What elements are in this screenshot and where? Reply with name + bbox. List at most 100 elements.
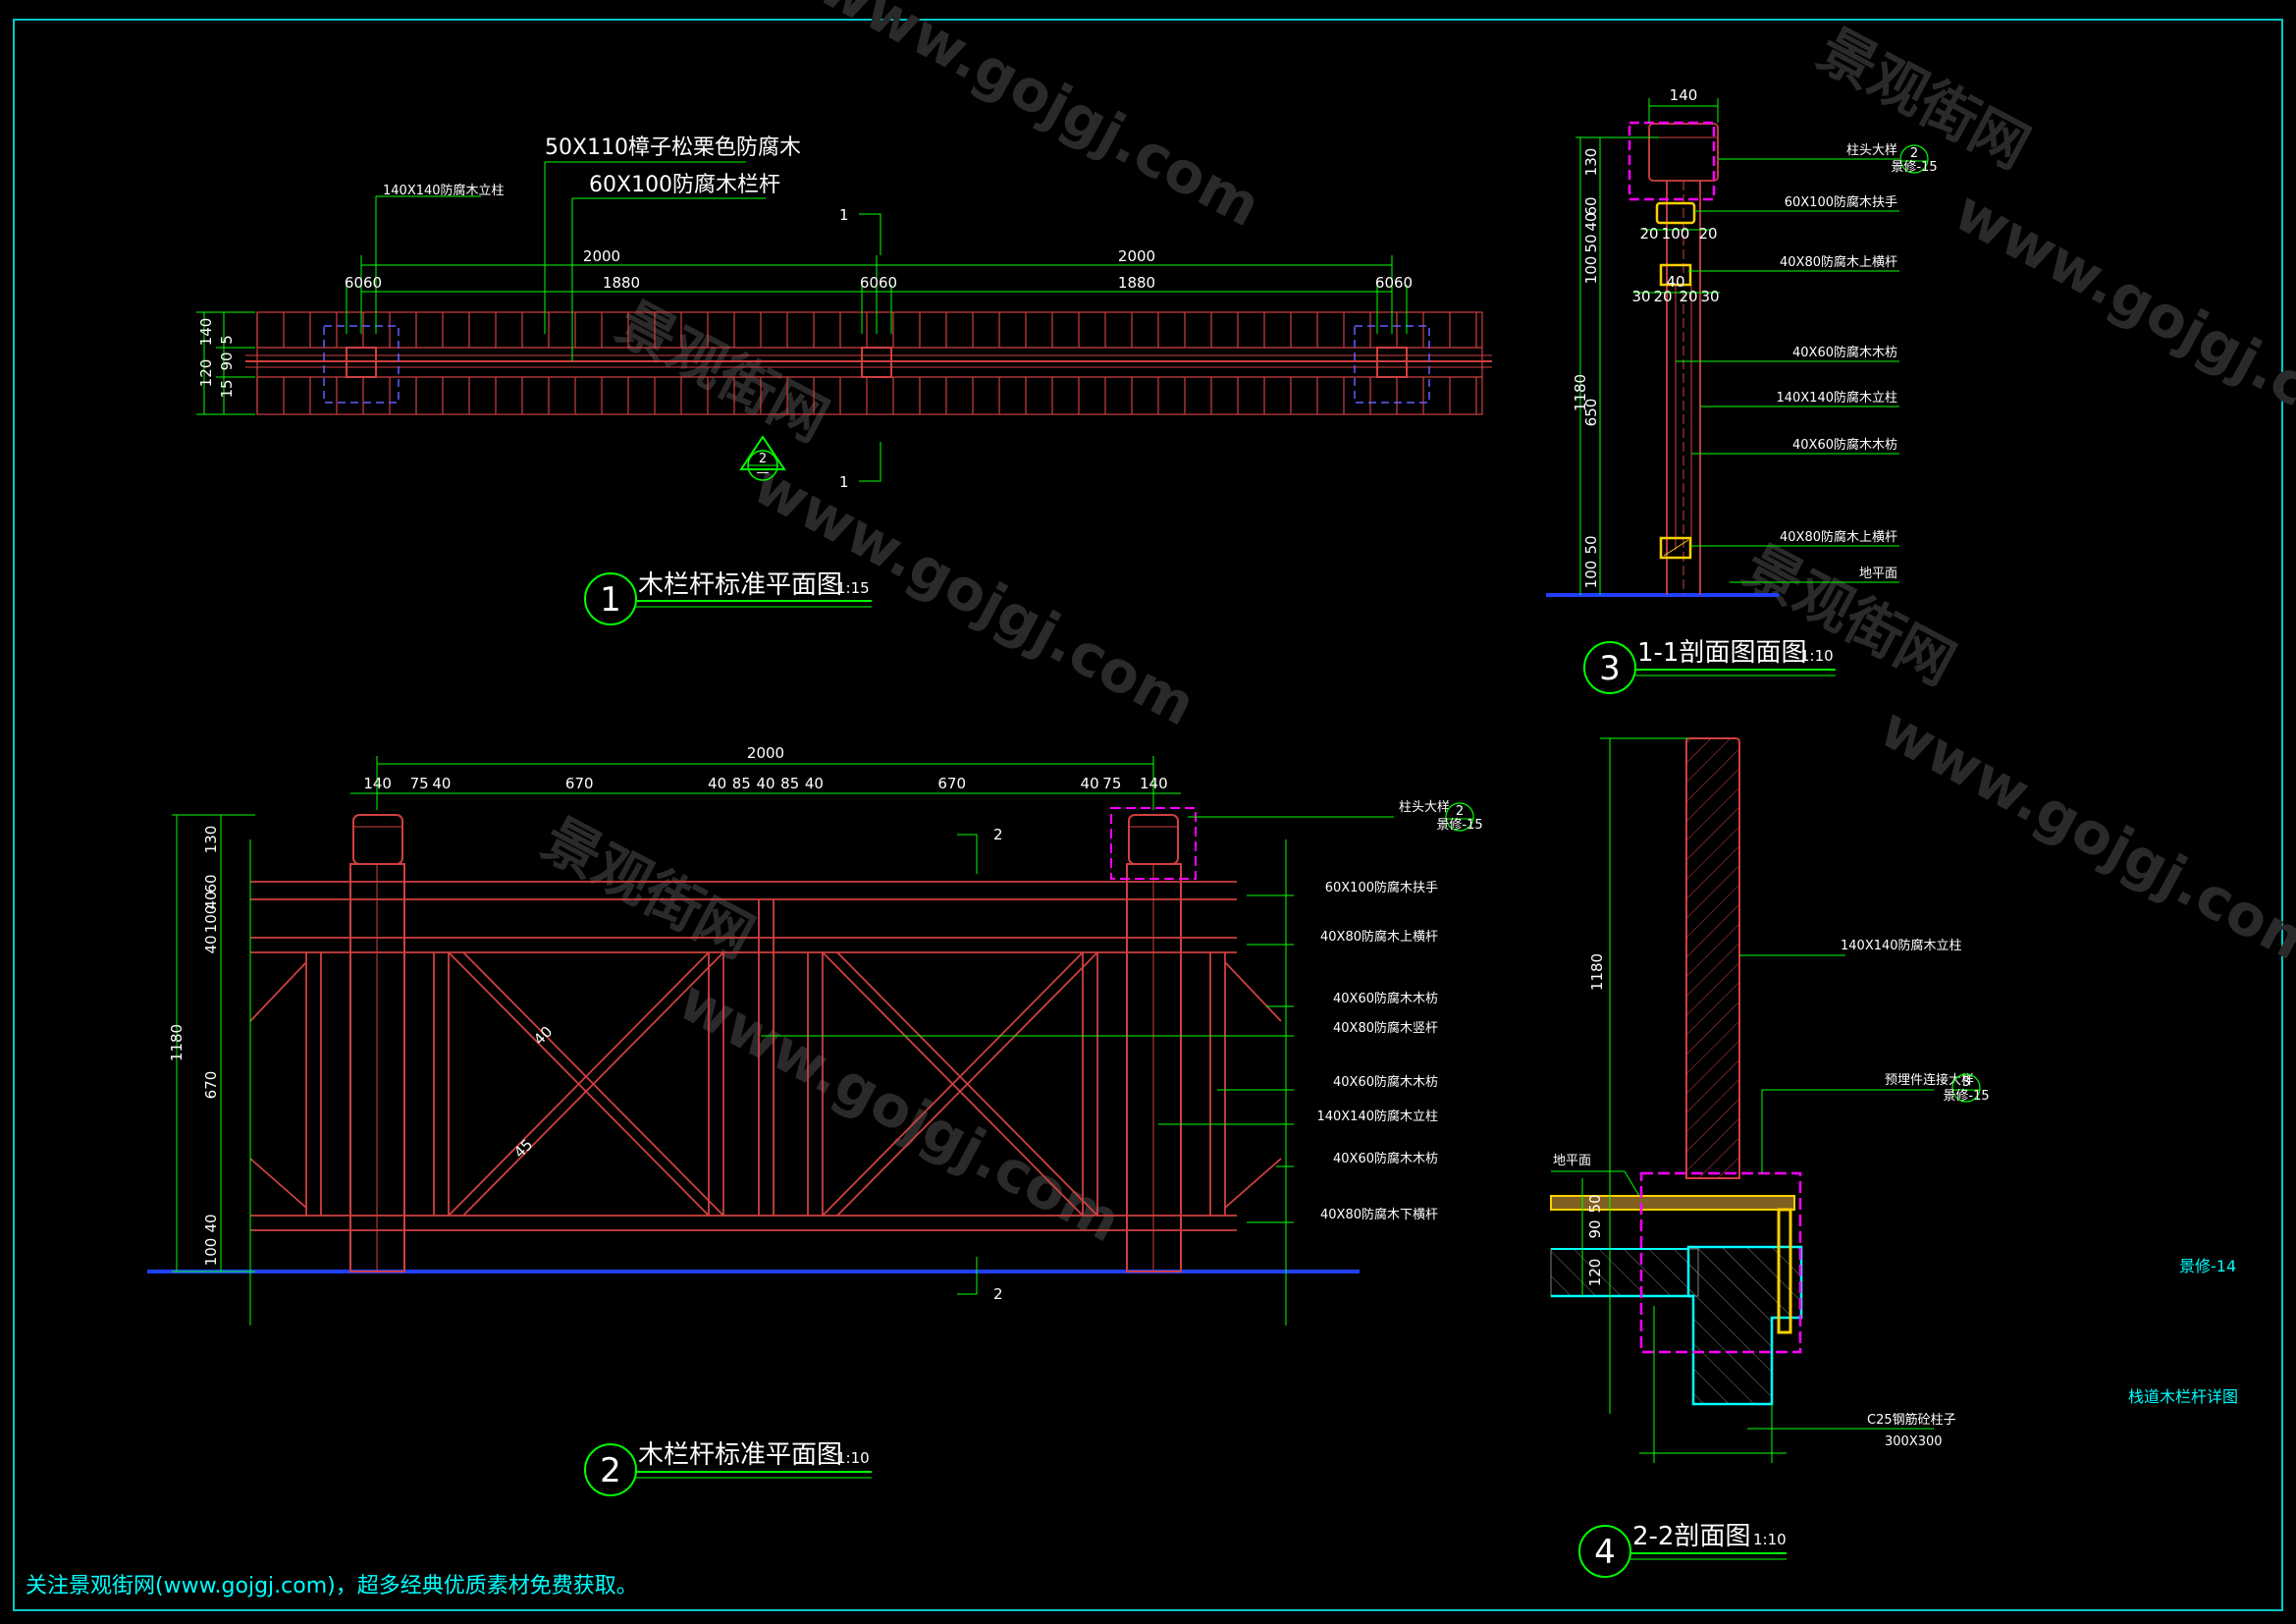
dim-segment: 40 bbox=[202, 935, 220, 953]
dim-segment: 85 bbox=[780, 775, 799, 792]
dim-segment: 100 bbox=[1662, 225, 1690, 243]
svg-text:木栏杆标准平面图: 木栏杆标准平面图 bbox=[638, 570, 842, 600]
svg-text:2-2剖面图: 2-2剖面图 bbox=[1632, 1522, 1750, 1551]
svg-text:2: 2 bbox=[1910, 146, 1918, 161]
callout-label: 40X80防腐木上横杆 bbox=[1780, 529, 1897, 545]
dim-segment: 100 bbox=[1582, 256, 1600, 285]
dim-5: 5 bbox=[218, 335, 236, 345]
svg-text:4: 4 bbox=[1594, 1533, 1616, 1572]
section-mark-1: 1 bbox=[839, 206, 849, 224]
sheet-frame bbox=[13, 19, 2283, 1611]
dim-segment: 40 bbox=[708, 775, 726, 792]
watermark-text: www.gojgj.com bbox=[808, 0, 1271, 240]
connection-detail-box bbox=[1639, 1171, 1802, 1354]
svg-text:1:10: 1:10 bbox=[1800, 647, 1834, 665]
callout-label: 40X60防腐木木枋 bbox=[1333, 991, 1438, 1006]
dim-segment: 670 bbox=[202, 1071, 220, 1100]
svg-text:2: 2 bbox=[759, 452, 767, 466]
cap-reference: 2 景修-15 bbox=[1891, 144, 1938, 175]
dimension-lines bbox=[1575, 98, 1899, 595]
watermark-text: 景观街网 bbox=[1807, 16, 2040, 182]
svg-text:3: 3 bbox=[1962, 1075, 1970, 1090]
beam-section bbox=[1550, 1248, 1699, 1297]
lower-rail-section bbox=[1659, 536, 1692, 560]
dim-segment: 100 bbox=[202, 905, 220, 934]
watermark-text: 景观街网 bbox=[532, 805, 765, 971]
dim-1180: 1180 bbox=[1588, 953, 1606, 991]
dim-segment: 40 bbox=[1582, 212, 1600, 231]
label-post: 140X140防腐木立柱 bbox=[383, 183, 505, 198]
dim-segment: 40 bbox=[202, 1214, 220, 1232]
svg-text:1:10: 1:10 bbox=[1753, 1531, 1787, 1548]
deck-boards bbox=[256, 311, 1483, 415]
posts bbox=[349, 814, 1182, 1272]
callout-label: 40X80防腐木竖杆 bbox=[1333, 1020, 1438, 1036]
label-rail: 60X100防腐木栏杆 bbox=[589, 173, 780, 197]
footer-note: 关注景观街网(www.gojgj.com)，超多经典优质素材免费获取。 bbox=[26, 1574, 638, 1598]
post-plan bbox=[346, 347, 377, 378]
svg-text:3: 3 bbox=[1599, 649, 1621, 688]
post-section bbox=[1648, 123, 1719, 595]
view-1-plan: 2000 2000 1880 1880 6060 6060 6060 140 1… bbox=[196, 135, 1492, 625]
dim-segment: 20 bbox=[1653, 288, 1672, 305]
callout-label: 柱头大样 bbox=[1846, 143, 1897, 158]
dimension-lines bbox=[172, 756, 1394, 1326]
svg-text:2: 2 bbox=[1456, 804, 1464, 819]
svg-text:1:15: 1:15 bbox=[836, 579, 870, 597]
dim-segment: 50 bbox=[1582, 234, 1600, 252]
connection-reference: 3 景修-15 bbox=[1943, 1073, 1990, 1104]
dim-6060: 6060 bbox=[860, 274, 897, 292]
post-plan bbox=[1376, 347, 1408, 378]
callout-label: 60X100防腐木扶手 bbox=[1325, 880, 1438, 895]
dim-segment: 100 bbox=[202, 1238, 220, 1267]
dim-segment: 40 bbox=[432, 775, 451, 792]
callout-label: 40X80防腐木下横杆 bbox=[1320, 1207, 1438, 1222]
dim-segment: 85 bbox=[732, 775, 751, 792]
concrete-size: 300X300 bbox=[1885, 1435, 1943, 1449]
callouts: 柱头大样 60X100防腐木扶手 40X80防腐木上横杆 40X60防腐木木枋 140X… bbox=[1776, 143, 1897, 581]
dim-segment: 20 bbox=[1679, 288, 1697, 305]
callout-label: 40X60防腐木木枋 bbox=[1792, 345, 1897, 360]
dim-segment: 140 bbox=[1140, 775, 1168, 792]
dim-90: 90 bbox=[218, 352, 236, 370]
view-title: 1 木栏杆标准平面图 1:15 bbox=[584, 570, 872, 625]
dim-segment: 670 bbox=[937, 775, 966, 792]
callouts: 60X100防腐木扶手40X80防腐木上横杆40X60防腐木木枋40X80防腐木… bbox=[1316, 880, 1438, 1222]
cap-detail-box bbox=[1628, 121, 1716, 201]
callout-label: 地平面 bbox=[1859, 567, 1897, 581]
detail-reference: 2 — bbox=[739, 435, 786, 481]
callout-label: 40X60防腐木木枋 bbox=[1792, 437, 1897, 453]
callout-label: 60X100防腐木扶手 bbox=[1785, 194, 1897, 210]
watermark-text: 景观街网 bbox=[607, 289, 839, 455]
upper-rail-section bbox=[1659, 263, 1692, 287]
label-deck-board: 50X110樟子松栗色防腐木 bbox=[545, 135, 801, 160]
dim-segment: 75 bbox=[1102, 775, 1121, 792]
detail-outline bbox=[323, 325, 400, 404]
ground-label: 地平面 bbox=[1553, 1154, 1591, 1168]
callout-label: 40X60防腐木木枋 bbox=[1333, 1074, 1438, 1090]
svg-text:2: 2 bbox=[600, 1451, 621, 1490]
watermark: 景观街网 www.gojgj.com 景观街网 www.gojgj.com 景观… bbox=[532, 0, 2296, 1256]
dim-segment: 75 bbox=[410, 775, 429, 792]
callout-post: 140X140防腐木立柱 bbox=[1841, 938, 1962, 953]
deck-board-section bbox=[1550, 1195, 1795, 1211]
callout-label: 40X60防腐木木枋 bbox=[1333, 1151, 1438, 1166]
watermark-text: www.gojgj.com bbox=[1944, 177, 2296, 465]
callout-label: 140X140防腐木立柱 bbox=[1776, 390, 1897, 406]
dimension-lines bbox=[1551, 737, 1934, 1463]
section-mark-2: 2 bbox=[993, 1285, 1003, 1303]
view-title: 3 1-1剖面图面图 1:10 bbox=[1583, 638, 1836, 694]
dim-2000: 2000 bbox=[583, 247, 620, 265]
dim-120: 120 bbox=[197, 359, 215, 388]
svg-text:木栏杆标准平面图: 木栏杆标准平面图 bbox=[638, 1440, 842, 1470]
sheet-number: 景修-14 bbox=[2179, 1257, 2236, 1275]
dim-140: 140 bbox=[197, 318, 215, 347]
dim-segment: 130 bbox=[202, 826, 220, 854]
